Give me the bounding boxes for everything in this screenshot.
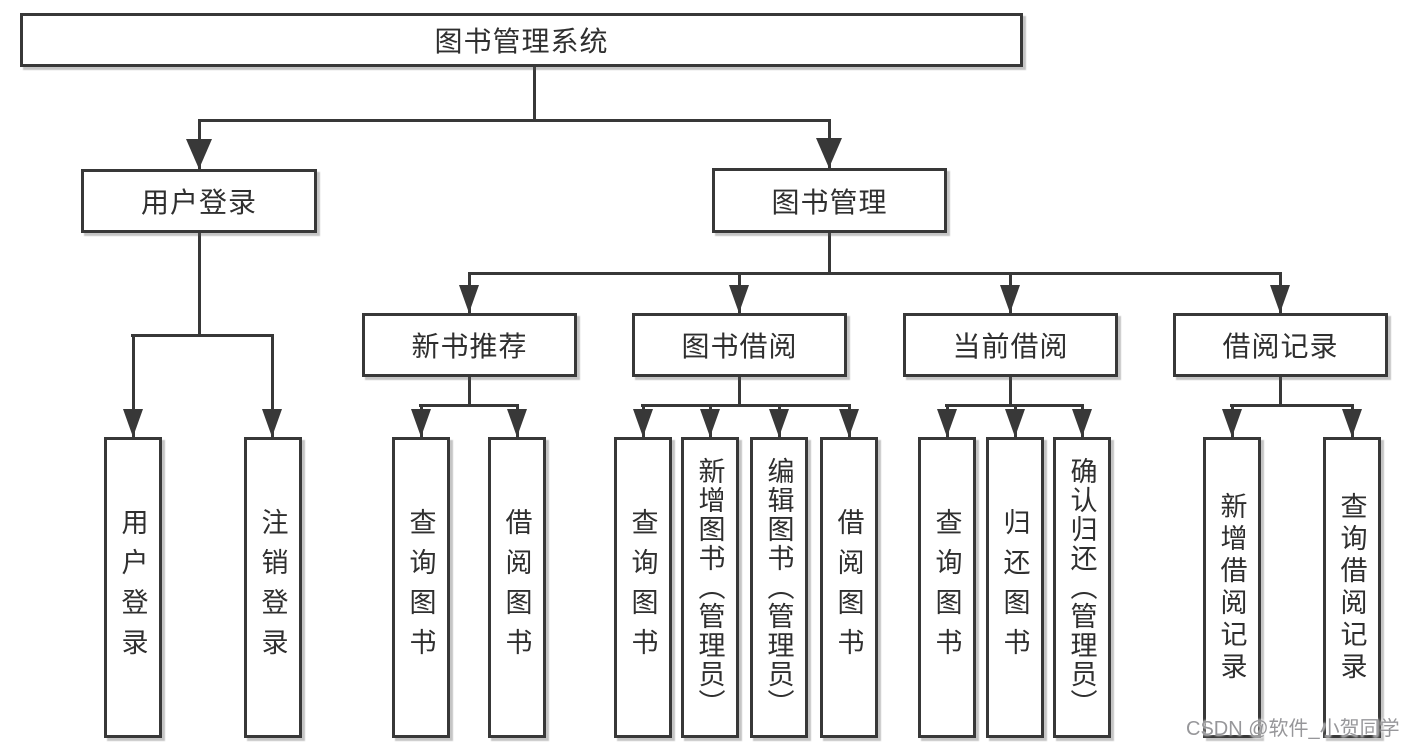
connector-root-trunk	[533, 67, 536, 121]
connector-new-book-recommend-branch	[419, 404, 519, 407]
arrowhead-into-g3-query-books	[633, 409, 653, 437]
node-leaf-query-borrow-record: 查询借阅记录	[1323, 437, 1381, 738]
node-leaf-query-books-borrow: 查询图书	[614, 437, 672, 738]
node-new-book-recommend: 新书推荐	[362, 313, 577, 377]
arrowhead-into-g4-confirm-return	[1072, 409, 1092, 437]
arrowhead-into-g5-add-record	[1222, 409, 1242, 437]
node-book-borrow: 图书借阅	[632, 313, 847, 377]
connector-book-borrow-branch	[641, 404, 851, 407]
arrowhead-into-leaf-logout	[262, 409, 282, 437]
arrowhead-into-g2-borrow-books	[507, 409, 527, 437]
connector-borrow-records-branch	[1230, 404, 1354, 407]
csdn-watermark: CSDN @软件_小贺同学	[1186, 718, 1400, 740]
arrowhead-into-book-management	[816, 138, 842, 168]
node-leaf-query-books-recommend: 查询图书	[392, 437, 450, 738]
arrowhead-into-user-login	[186, 139, 212, 169]
node-current-borrow: 当前借阅	[903, 313, 1118, 377]
connector-new-book-recommend-trunk	[468, 377, 471, 406]
node-leaf-borrow-books: 借阅图书	[820, 437, 878, 738]
connector-level3-branch	[469, 272, 1282, 275]
node-leaf-logout: 注销登录	[244, 437, 302, 738]
node-leaf-query-books-current: 查询图书	[918, 437, 976, 738]
node-leaf-return-books: 归还图书	[986, 437, 1044, 738]
node-borrow-records: 借阅记录	[1173, 313, 1388, 377]
arrowhead-into-g4-return-books	[1005, 409, 1025, 437]
connector-borrow-records-trunk	[1279, 377, 1282, 406]
node-leaf-user-login: 用户登录	[104, 437, 162, 738]
node-leaf-edit-books-admin: 编辑图书（管理员）	[750, 437, 808, 738]
connector-book-management-trunk	[828, 233, 831, 274]
arrowhead-into-borrow-records	[1270, 285, 1290, 313]
connector-level2-branch	[198, 119, 831, 122]
connector-book-borrow-trunk	[738, 377, 741, 406]
arrowhead-into-leaf-user-login	[123, 409, 143, 437]
connector-stem-leaf-logout	[271, 334, 274, 437]
node-library-management-system: 图书管理系统	[20, 13, 1023, 67]
node-user-login: 用户登录	[81, 169, 317, 233]
connector-user-login-trunk	[198, 233, 201, 336]
connector-stem-leaf-user-login	[132, 334, 135, 437]
node-book-management: 图书管理	[712, 168, 947, 233]
arrowhead-into-book-borrow	[729, 285, 749, 313]
node-leaf-borrow-books-recommend: 借阅图书	[488, 437, 546, 738]
arrowhead-into-g3-edit-books	[769, 409, 789, 437]
arrowhead-into-new-book-recommend	[459, 285, 479, 313]
arrowhead-into-current-borrow	[1000, 285, 1020, 313]
arrowhead-into-g5-query-record	[1342, 409, 1362, 437]
node-leaf-add-books-admin: 新增图书（管理员）	[681, 437, 739, 738]
connector-user-login-branch	[131, 334, 274, 337]
arrowhead-into-g3-add-books	[700, 409, 720, 437]
arrowhead-into-g4-query-books	[937, 409, 957, 437]
node-leaf-add-borrow-record: 新增借阅记录	[1203, 437, 1261, 738]
connector-current-borrow-trunk	[1009, 377, 1012, 406]
node-leaf-confirm-return-admin: 确认归还（管理员）	[1053, 437, 1111, 738]
arrowhead-into-g2-query-books	[411, 409, 431, 437]
arrowhead-into-g3-borrow-books	[839, 409, 859, 437]
